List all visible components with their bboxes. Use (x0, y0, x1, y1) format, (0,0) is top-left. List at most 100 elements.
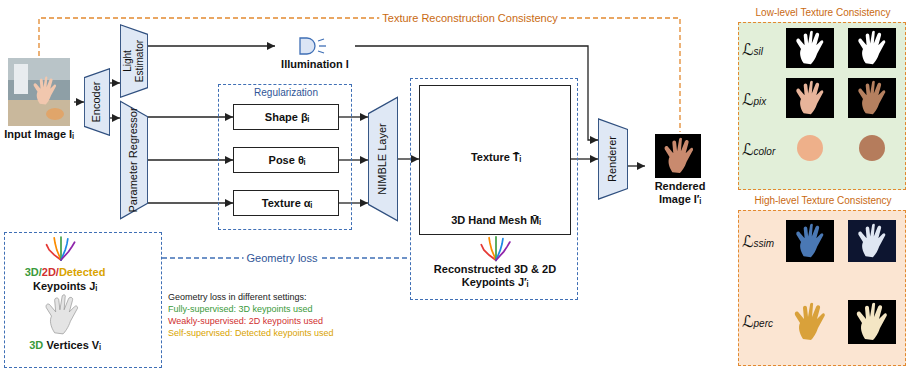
node-text: Texture αᵢ (262, 197, 312, 209)
note-text: Weakly-supervised: 2D keypoints used (168, 316, 323, 326)
node-text: 3D Hand Mesh M̄ᵢ (451, 214, 541, 226)
connector (74, 101, 84, 102)
text-line: Keypoints Jᵢ (5, 280, 125, 293)
text-line: Renderer (606, 123, 619, 195)
keypoint-icon (47, 237, 75, 260)
keypoint-icon (481, 237, 510, 260)
output-box: Texture T̄ᵢ 3D Hand Mesh M̄ᵢ (419, 85, 571, 235)
connector (339, 159, 368, 160)
node-text: Keypoints Jᵢ (33, 280, 97, 292)
trapezoid-outline (598, 119, 627, 199)
node-text: Rendered Image I′ᵢ (655, 180, 706, 205)
sample-ground (786, 78, 834, 118)
text-line: Low-level Texture Consistency (739, 7, 907, 19)
sample-hand (796, 224, 823, 258)
render-hand (665, 138, 694, 173)
loss-panel: Low-level Texture Consistencyℒsilℒpixℒco… (738, 22, 906, 190)
sample-hand (857, 303, 887, 340)
trapezoid-outline (368, 97, 397, 220)
photo-object (14, 64, 28, 94)
node-text: High-level Texture Consistency (754, 195, 891, 206)
node-text: Encoder (90, 82, 102, 123)
connector (148, 45, 275, 46)
text-line: Reconstructed 3D & 2D Keypoints J′ᵢ (416, 263, 574, 289)
text-line: Input Image Iᵢ (0, 128, 88, 141)
text-line: Rendered Image I′ᵢ (645, 180, 715, 206)
parameter-box: Shape βᵢ (233, 104, 339, 130)
text-line: Shape βᵢ (234, 111, 340, 124)
lamp-ray (319, 45, 326, 46)
node-text: NIMBLE Layer (376, 123, 388, 195)
sample-ground (848, 300, 896, 344)
parameter-box: Texture αᵢ (233, 190, 339, 216)
lamp-icon (300, 38, 326, 54)
node-text: Illumination l (281, 58, 349, 70)
node-text: Regularization (254, 87, 318, 98)
node-text: Reconstructed 3D & 2D Keypoints J′ᵢ (434, 263, 556, 288)
sample-ground (848, 28, 896, 68)
lamp-bulb (300, 38, 315, 54)
node-text: Parameter Regressor (127, 107, 139, 212)
node-text: Input Image Iᵢ (4, 128, 73, 140)
connector (339, 116, 368, 117)
parameter-box: Pose θᵢ (233, 147, 339, 173)
group-box: RegularizationShape βᵢ Pose θᵢ Texture αᵢ (218, 84, 352, 230)
connector (110, 117, 120, 118)
sample-ground (848, 78, 896, 118)
sample-ground (786, 220, 834, 262)
layer-trapezoid: NIMBLE Layer (368, 96, 398, 222)
edge-label: Geometry loss (244, 252, 321, 264)
encoder-trapezoid: Encoder (84, 68, 110, 136)
sample-hand (858, 81, 885, 115)
loss-samples (786, 28, 896, 344)
text-line: Texture T̄ᵢ (420, 151, 572, 164)
panel-fill (738, 22, 906, 190)
color-sample (859, 135, 885, 161)
node-text: 2D/ (42, 266, 59, 278)
text-line: High-level Texture Consistency (739, 195, 907, 207)
loss-name: ℒcolor (742, 140, 775, 159)
connector (110, 82, 120, 83)
loss-panel: High-level Texture Consistencyℒssimℒperc (738, 210, 906, 366)
node-text: Texture T̄ᵢ (471, 151, 521, 163)
panel-fill (738, 210, 906, 366)
text-line: Illumination l (265, 58, 365, 71)
text-line: NIMBLE Layer (376, 101, 389, 217)
text-line: Texture αᵢ (234, 197, 340, 210)
note-text: Geometry loss in different settings: (168, 292, 306, 302)
image-node: Input Image Iᵢ (4, 56, 74, 148)
text-line: Pose θᵢ (234, 154, 340, 167)
node-text: Renderer (606, 136, 618, 182)
text-line: ℒperc (742, 312, 787, 331)
connector (339, 202, 368, 203)
note-text: Self-supervised: Detected keypoints used (168, 328, 334, 338)
renderer-trapezoid: Renderer (598, 118, 628, 200)
input-photo (8, 58, 70, 126)
loss-name: ℒsil (742, 40, 763, 59)
loss-name: ℒpix (742, 90, 766, 109)
sample-hand (858, 31, 885, 65)
edge-label: Texture Reconstruction Consistency (379, 12, 560, 24)
text-line: ℒsil (742, 40, 787, 59)
text-line: Encoder (90, 73, 103, 131)
connector (398, 158, 419, 159)
trapezoid-outline (84, 69, 109, 136)
text-line: 3D Hand Mesh M̄ᵢ (420, 214, 572, 227)
estimator-trapezoid: Light Estimator (120, 24, 148, 98)
output-group: Reconstructed 3D & 2D Keypoints J′ᵢ Textu… (410, 78, 578, 300)
sample-hand (796, 31, 823, 65)
node-text: Pose θᵢ (269, 154, 306, 166)
regressor-trapezoid: Parameter Regressor (120, 100, 148, 220)
text-line: Parameter Regressor (127, 105, 140, 215)
connector (148, 116, 233, 117)
lamp-ray (318, 39, 324, 41)
text-line: ℒssim (742, 232, 787, 251)
text-line: Light Estimator (122, 29, 146, 93)
image-node: Rendered Image I′ᵢ (645, 132, 715, 210)
photo-table (8, 100, 70, 126)
text-line: 3DVertices Vᵢ (5, 339, 125, 352)
trapezoid-outline (120, 101, 147, 219)
sample-hand (796, 81, 823, 115)
lamp-ray (318, 51, 324, 53)
